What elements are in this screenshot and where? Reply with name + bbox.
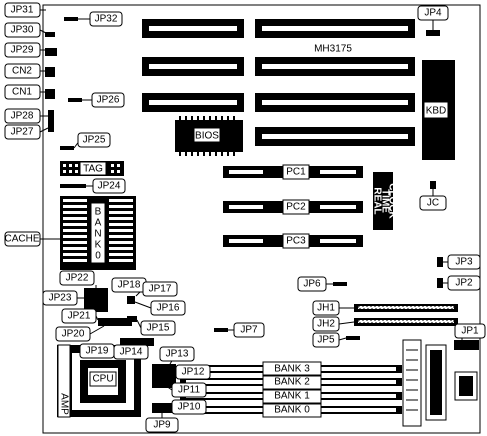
callout-jp13: JP13 — [166, 349, 189, 360]
real-time-clock-chip — [373, 172, 393, 230]
callout-jp2: JP2 — [455, 278, 473, 289]
rtc-label-2: TIME — [379, 189, 390, 213]
callout-jh1: JH1 — [317, 303, 335, 314]
bios-chip-pins — [179, 116, 235, 156]
callout-cache: CACHE — [4, 234, 39, 245]
callout-jp6: JP6 — [303, 279, 321, 290]
callout-jp3: JP3 — [455, 257, 473, 268]
callout-jp30: JP30 — [11, 25, 34, 36]
callout-jp22: JP22 — [66, 273, 89, 284]
dimm-bank-1 — [180, 389, 402, 404]
callout-jp14: JP14 — [120, 347, 143, 358]
dimm-bank-0-label: BANK 0 — [274, 405, 310, 416]
dimm-bank-2 — [180, 375, 402, 390]
callout-jp29: JP29 — [11, 45, 34, 56]
callout-jp4: JP4 — [424, 8, 442, 19]
pci-slot-3-label: PC3 — [286, 236, 306, 247]
io-port — [454, 371, 478, 401]
callout-jp24: JP24 — [98, 181, 121, 192]
pci-slot-2-label: PC2 — [286, 202, 306, 213]
dimm-bank-3-label: BANK 3 — [274, 364, 310, 375]
callout-jp28: JP28 — [11, 111, 34, 122]
callout-jp19: JP19 — [86, 346, 109, 357]
dimm-bank-1-label: BANK 1 — [274, 391, 310, 402]
callout-jp20: JP20 — [62, 329, 85, 340]
ide-header-jh2 — [354, 318, 458, 326]
amp-label: AMP — [58, 393, 69, 415]
callout-jp18: JP18 — [118, 280, 141, 291]
callout-jp23: JP23 — [49, 293, 72, 304]
bios-chip-label: BIOS — [195, 131, 219, 142]
cache-bank-letter-a: A — [95, 218, 102, 229]
callout-jp21: JP21 — [68, 311, 91, 322]
callout-jp26: JP26 — [97, 95, 120, 106]
rtc-label-1: REAL — [371, 187, 382, 214]
jumper-blocks — [45, 17, 479, 413]
callout-jp10: JP10 — [178, 402, 201, 413]
power-connector — [402, 339, 447, 427]
cache-bank-digit-0: 0 — [95, 251, 101, 262]
dimm-bank-3 — [180, 361, 402, 376]
cache-bank-letter-k: K — [95, 240, 102, 251]
cpu-label: CPU — [92, 374, 113, 385]
callout-jp31: JP31 — [11, 5, 34, 16]
callout-jp32: JP32 — [95, 14, 118, 25]
callout-jp7: JP7 — [240, 325, 258, 336]
dimm-bank-0 — [180, 403, 402, 418]
tag-chip-label: TAG — [83, 164, 103, 175]
ide-header-jh1 — [354, 304, 458, 312]
pci-slot-2 — [223, 199, 363, 215]
kbd-label: KBD — [426, 106, 447, 117]
callout-jp5: JP5 — [317, 335, 335, 346]
rtc-label-3: CLOCK — [386, 183, 397, 219]
cache-sram-bank — [60, 196, 136, 270]
pci-slot-1-label: PC1 — [286, 167, 306, 178]
callout-jp12: JP12 — [182, 367, 205, 378]
cache-bank-letter-n: N — [94, 229, 101, 240]
pci-slot-1 — [223, 164, 363, 180]
callout-jp25: JP25 — [83, 135, 106, 146]
cache-bank-letter-b: B — [95, 207, 102, 218]
callout-jp17: JP17 — [149, 284, 172, 295]
dimm-bank-2-label: BANK 2 — [274, 377, 310, 388]
board-model-label: MH3175 — [314, 44, 352, 55]
callout-jp11: JP11 — [178, 385, 200, 396]
callout-jh2: JH2 — [317, 319, 335, 330]
callout-cn2: CN2 — [12, 66, 32, 77]
pci-slot-3 — [223, 233, 363, 249]
callout-jp16: JP16 — [157, 303, 180, 314]
callout-jp9: JP9 — [153, 420, 171, 431]
callout-jp27: JP27 — [11, 127, 34, 138]
callout-cn1: CN1 — [12, 87, 32, 98]
callout-jp15: JP15 — [147, 323, 170, 334]
isa-slots — [142, 19, 415, 146]
callout-jp1: JP1 — [461, 326, 479, 337]
callout-jc: JC — [427, 198, 439, 209]
